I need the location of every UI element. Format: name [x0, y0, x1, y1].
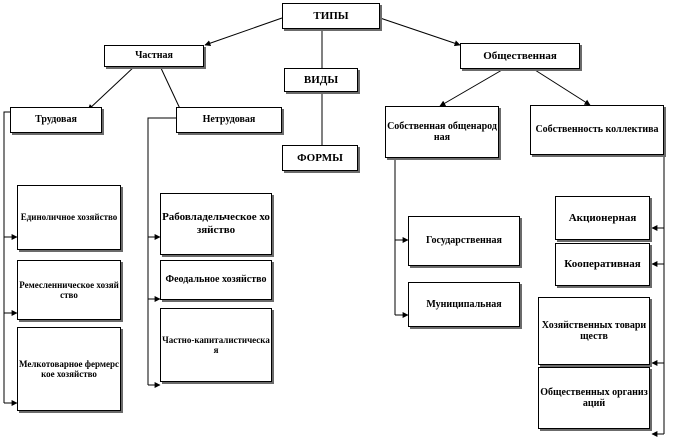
types-node: ТИПЫ [282, 3, 380, 29]
public-node: Общественная [460, 43, 580, 69]
joint-stock-node: Акционерная [555, 196, 650, 240]
feudal-farm-node: Феодальное хозяйство [160, 260, 272, 300]
bracket-labor [3, 111, 10, 403]
small-farm-node: Мелкотоварное фермерское хозяйство [17, 327, 121, 411]
bracket-nonlabor [147, 117, 176, 385]
kinds-node: ВИДЫ [284, 68, 358, 92]
arrow-types-public [379, 17, 461, 47]
arrow-private-nonlabor [159, 65, 183, 114]
state-owned-node: Собственная общенародная [385, 106, 499, 158]
labor-node: Трудовая [10, 107, 102, 133]
arrow-private-labor [87, 65, 136, 111]
partnerships-node: Хозяйственных товариществ [538, 297, 650, 365]
slave-farm-node: Рабовладельческое хозяйство [160, 193, 272, 255]
public-orgs-node: Общественных организаций [538, 367, 650, 429]
municipal-node: Муниципальная [408, 282, 520, 327]
cooperative-node: Кооперативная [555, 243, 650, 286]
private-node: Частная [104, 45, 204, 67]
sole-farm-node: Единоличное хозяйство [17, 185, 121, 250]
collective-node: Собственность коллектива [530, 105, 664, 155]
arrow-public-state [439, 69, 503, 107]
non-labor-node: Нетрудовая [176, 107, 282, 133]
arrow-types-private [204, 17, 283, 47]
state-node: Государственная [408, 216, 520, 266]
craft-farm-node: Ремесленническое хозяйство [17, 260, 121, 320]
private-capitalist-node: Частно-капиталистическая [160, 308, 272, 382]
forms-node: ФОРМЫ [282, 145, 358, 171]
arrow-public-collective [534, 69, 591, 106]
